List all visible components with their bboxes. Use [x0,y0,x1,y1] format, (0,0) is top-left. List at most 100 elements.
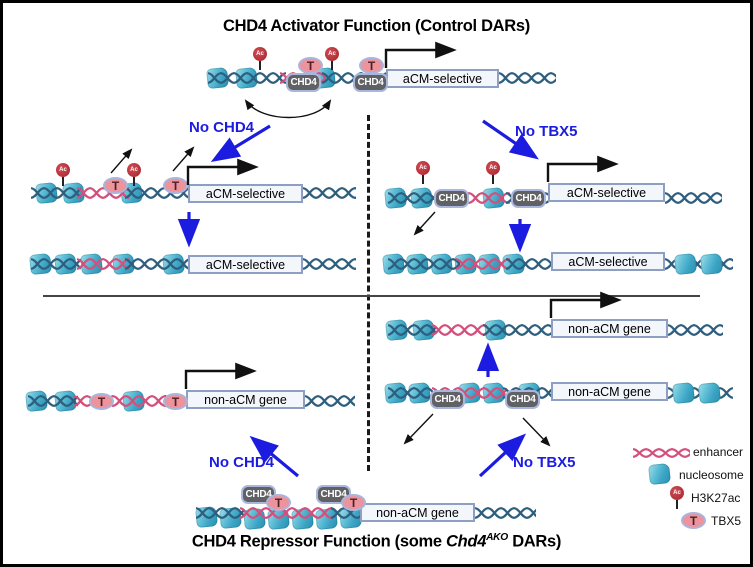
tbx5-protein: T [266,494,291,511]
dna-strand [303,257,356,271]
chd4-release-arrow-icon [403,413,434,445]
tbx5-protein: T [89,393,114,410]
h3k27ac-label: Ac [416,161,430,175]
nucleosome-icon [698,381,721,405]
dna-strand [665,191,722,205]
gene-box-acm: aCM-selective [188,255,303,274]
no-chd4-label: No CHD4 [209,454,275,471]
dna-strand [208,71,286,85]
transcription-arrow-icon [186,158,259,185]
h3k27ac-label: Ac [486,161,500,175]
nucleosome-icon [700,252,723,276]
chd4-release-arrow-icon [172,146,195,172]
gene-box-non-acm: non-aCM gene [551,319,668,338]
tbx5-protein: T [163,177,188,194]
chd4-release-arrow-icon [413,211,436,236]
transition-down-arrow-icon [177,212,201,248]
tbx5-protein: T [359,57,384,74]
repressor-title-gene: Chd4 [446,532,487,551]
legend-h3k27ac-label: H3K27ac [691,491,741,505]
dna-strand [305,394,355,408]
legend-h3k27ac-icon: Ac [670,486,684,509]
gene-box-acm: aCM-selective [188,184,303,203]
enhancer-dna [456,257,510,271]
transcription-arrow-icon [184,362,257,389]
h3k27ac-mark: Ac [486,161,500,184]
chd4-release-arrow-icon [110,148,133,174]
repressor-title: CHD4 Repressor Function (some Chd4AKO DA… [3,532,750,552]
chd4-protein: CHD4 [505,390,540,409]
h3k27ac-mark: Ac [325,47,339,70]
enhancer-dna [77,186,129,200]
gene-box-non-acm: non-aCM gene [186,390,305,409]
dna-strand [499,71,556,85]
dna-strand [475,506,536,520]
h3k27ac-mark: Ac [416,161,430,184]
dna-strand [31,186,81,200]
gene-box-non-acm: non-aCM gene [360,503,475,522]
chd4-protein: CHD4 [286,73,321,92]
legend-tbx5-icon: T [681,512,706,529]
dna-strand [388,191,460,205]
dna-strand [388,323,436,337]
repressor-title-superscript: AKO [486,532,508,543]
enhancer-dna [77,257,129,271]
h3k27ac-mark: Ac [253,47,267,70]
h3k27ac-label: Ac [127,163,141,177]
no-chd4-arrow-icon [249,435,300,478]
repressor-title-prefix: CHD4 Repressor Function (some [191,532,447,551]
divider-horizontal [43,295,700,297]
nucleosome-icon [672,381,695,405]
chd4-protein: CHD4 [430,390,465,409]
dna-strand [388,386,436,400]
dna-strand [303,186,356,200]
nucleosome-remodeling-arrow-icon [244,99,332,119]
no-chd4-arrow-icon [210,124,271,162]
chd4-protein: CHD4 [353,73,388,92]
nucleosome-icon [674,252,697,276]
dna-strand [28,394,78,408]
legend-enhancer-label: enhancer [693,445,744,459]
gene-box-acm: aCM-selective [548,183,665,202]
chd4-protein: CHD4 [434,189,469,208]
enhancer-dna [432,323,487,337]
repressor-title-suffix: DARs) [507,532,562,551]
activator-title: CHD4 Activator Function (Control DARs) [3,17,750,36]
h3k27ac-mark: Ac [127,163,141,186]
chd4-protein: CHD4 [511,189,546,208]
gene-box-non-acm: non-aCM gene [551,382,668,401]
legend-nucleosome-icon [648,462,671,486]
gene-box-acm: aCM-selective [386,69,499,88]
dna-strand [388,257,460,271]
transition-up-arrow-icon [476,342,500,377]
no-tbx5-arrow-icon [482,119,539,160]
dna-strand [196,506,244,520]
dna-strand [668,323,723,337]
dna-strand [125,186,188,200]
h3k27ac-mark: Ac [56,163,70,186]
dna-strand [506,257,553,271]
legend-nucleosome-label: nucleosome [679,468,744,482]
chd4-release-arrow-icon [522,417,551,447]
transcription-arrow-icon [546,155,619,182]
h3k27ac-label: Ac [670,486,684,500]
no-chd4-label: No CHD4 [189,119,255,136]
tbx5-protein: T [341,494,366,511]
dna-strand [31,257,81,271]
legend-tbx5-label: TBX5 [711,514,742,528]
divider-dashed-vertical [367,115,370,471]
transcription-arrow-icon [549,291,622,318]
no-tbx5-arrow-icon [478,433,527,478]
h3k27ac-label: Ac [325,47,339,61]
dna-strand [483,323,551,337]
enhancer-dna [240,506,335,520]
dna-strand [125,257,188,271]
h3k27ac-label: Ac [253,47,267,61]
tbx5-protein: T [298,57,323,74]
no-tbx5-label: No TBX5 [513,454,576,471]
transcription-arrow-icon [384,41,457,68]
transition-down-arrow-icon [508,219,532,253]
legend-enhancer-icon [633,447,690,459]
gene-box-acm: aCM-selective [551,252,665,271]
